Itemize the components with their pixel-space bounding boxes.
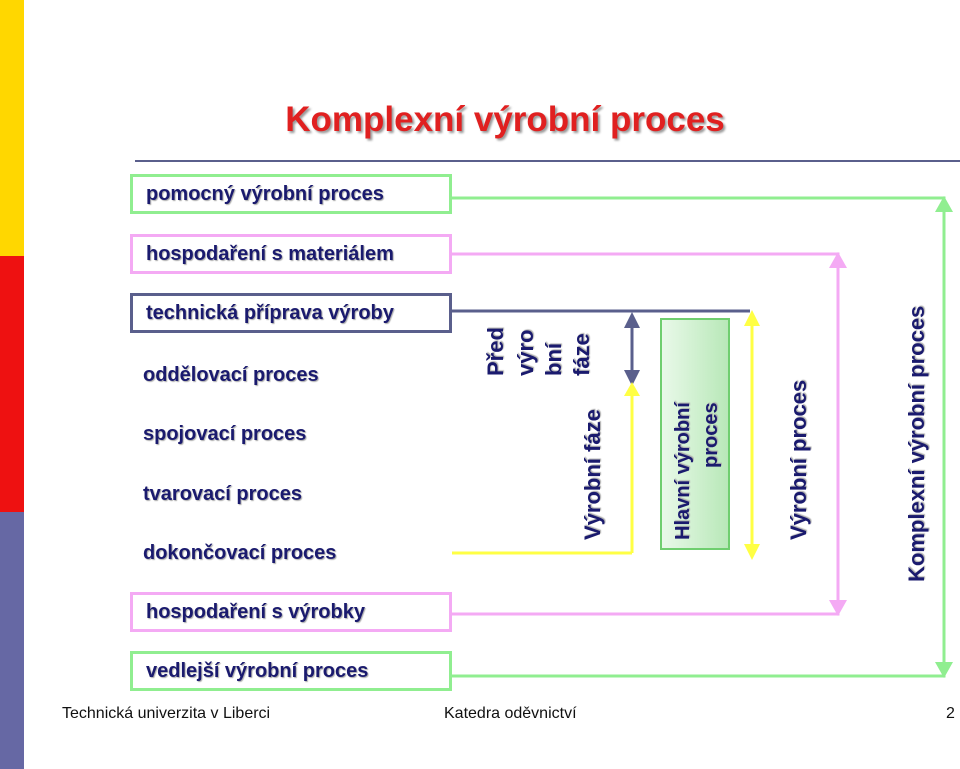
label-vyrobni-faze: Výrobní fáze — [580, 409, 605, 540]
footer-page-number: 2 — [946, 705, 955, 722]
arrowhead-komplexni-top — [935, 196, 953, 212]
label-pred-line-4: fáze — [569, 333, 594, 376]
connector-vyrobni-proces — [452, 252, 840, 616]
label-hlavni-line-2: proces — [700, 402, 722, 468]
arrowhead-vyrobni-proces-y-bottom — [744, 544, 760, 560]
row-technicka-priprava-vyroby: technická příprava výroby — [130, 293, 452, 333]
row-oddelovaci-proces: oddělovací proces — [143, 363, 319, 386]
footer-department: Katedra oděvnictví — [444, 705, 577, 722]
arrowhead-vyrobni-proces-bottom — [829, 600, 847, 616]
label-pred-line-3: bní — [541, 343, 566, 376]
row-hospodareni-s-materialem: hospodaření s materiálem — [130, 234, 452, 274]
row-dokoncovaci-proces: dokončovací proces — [143, 541, 337, 564]
arrowhead-vyrobni-faze-top — [624, 382, 640, 396]
hlavni-vyrobni-proces-box — [660, 318, 730, 550]
footer-university: Technická univerzita v Liberci — [62, 705, 271, 722]
label-pred-line-2: výro — [513, 329, 538, 376]
arrowhead-pred-bottom — [624, 370, 640, 386]
stripe-yellow — [0, 0, 24, 256]
arrowhead-komplexni-bottom — [935, 662, 953, 678]
stripe-red — [0, 256, 24, 512]
arrowhead-vyrobni-proces-y-top — [744, 310, 760, 326]
label-komplexni-vyrobni-proces: Komplexní výrobní proces — [904, 305, 929, 582]
stripe-slate — [0, 512, 24, 769]
arrowhead-pred-top — [624, 312, 640, 328]
row-hospodareni-s-vyrobky: hospodaření s výrobky — [130, 592, 452, 632]
row-vedlejsi-vyrobni-proces: vedlejší výrobní proces — [130, 651, 452, 691]
row-spojovaci-proces: spojovací proces — [143, 422, 307, 445]
label-pred-line-1: Před — [483, 327, 508, 376]
label-vyrobni-proces: Výrobní proces — [786, 379, 811, 540]
title-divider — [135, 160, 960, 162]
row-pomocny-vyrobni-proces: pomocný výrobní proces — [130, 174, 452, 214]
page-title: Komplexní výrobní proces — [285, 100, 725, 139]
label-hlavni-line-1: Hlavní výrobní — [672, 402, 694, 540]
row-tvarovaci-proces: tvarovací proces — [143, 482, 302, 505]
connector-komplexni — [452, 196, 946, 678]
arrowhead-vyrobni-proces-top — [829, 252, 847, 268]
